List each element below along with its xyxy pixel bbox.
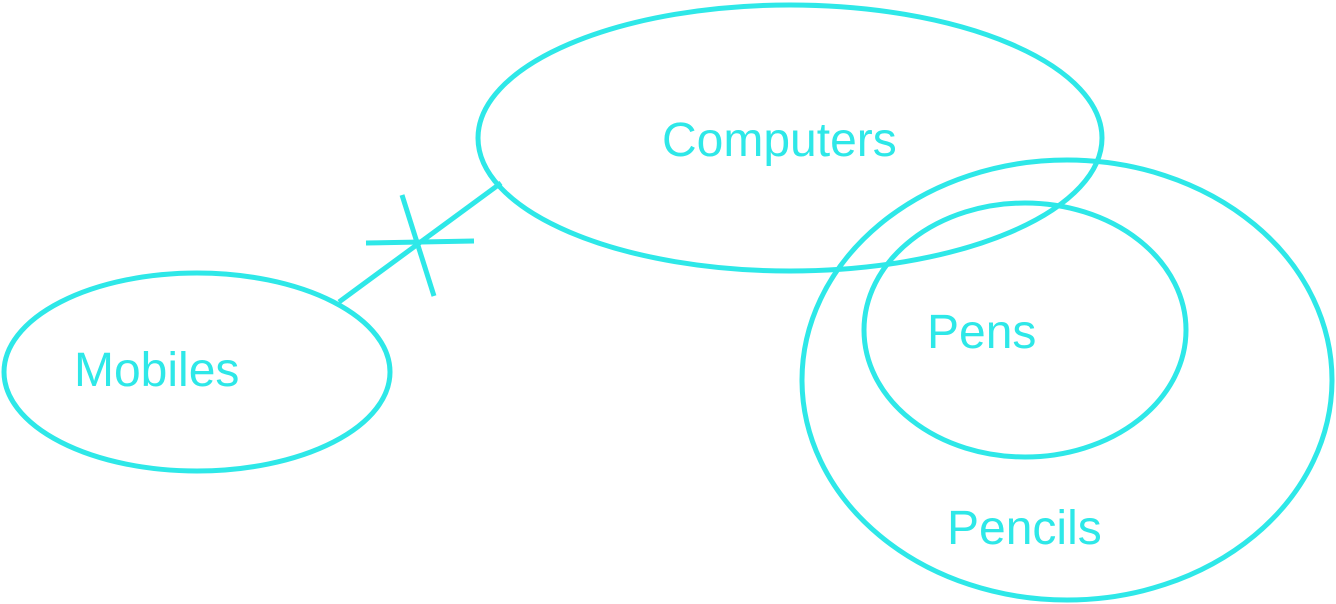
cross-mark-horizontal bbox=[365, 238, 475, 246]
mobiles-label: Mobiles bbox=[74, 344, 239, 397]
pencils-ellipse bbox=[799, 157, 1335, 603]
pens-label: Pens bbox=[927, 306, 1036, 359]
pencils-label: Pencils bbox=[947, 502, 1102, 555]
computers-label: Computers bbox=[662, 114, 897, 167]
pens-ellipse bbox=[861, 200, 1189, 460]
mobiles-ellipse bbox=[1, 270, 393, 474]
cross-mark-vertical bbox=[399, 194, 437, 297]
computers-ellipse bbox=[475, 2, 1105, 274]
